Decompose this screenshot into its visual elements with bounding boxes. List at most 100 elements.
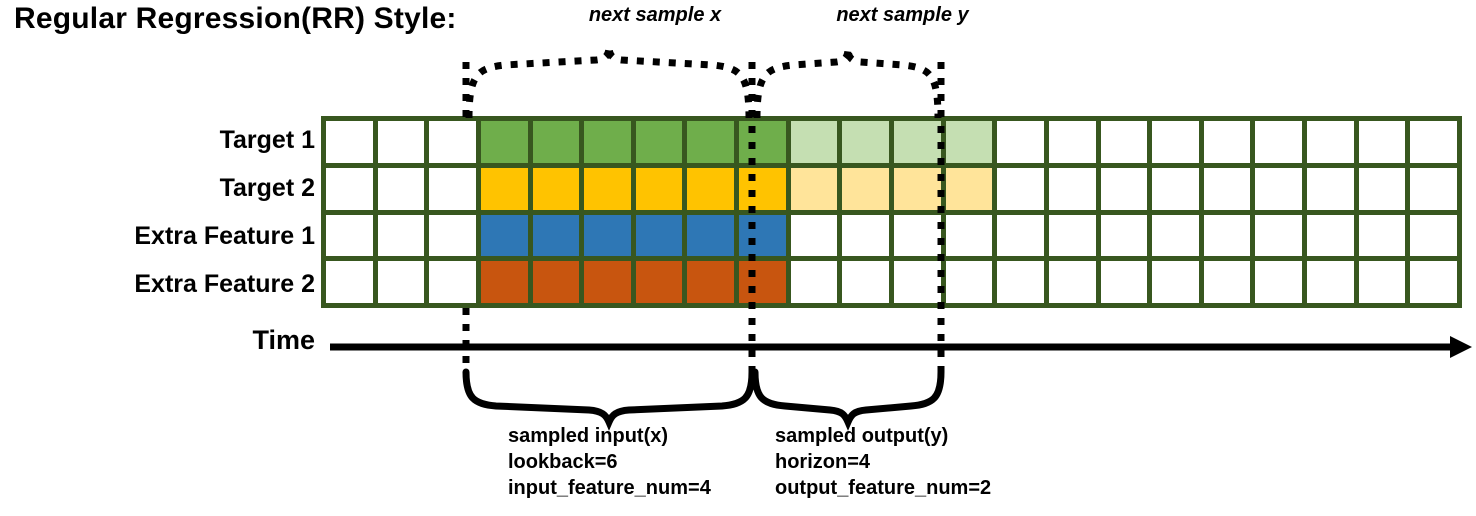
grid-cell bbox=[532, 261, 580, 303]
grid-cell bbox=[1358, 167, 1406, 210]
grid-cell bbox=[1100, 214, 1148, 257]
grid-cell bbox=[584, 261, 631, 303]
time-axis-label: Time bbox=[252, 325, 315, 355]
sampled-output-line1: sampled output(y) bbox=[775, 425, 949, 447]
brace-next-sample-y bbox=[753, 47, 942, 119]
grid-cell bbox=[997, 167, 1044, 210]
grid-cell bbox=[997, 121, 1044, 163]
grid-cell bbox=[429, 214, 476, 257]
grid-cell bbox=[584, 121, 631, 163]
grid-cell bbox=[1152, 167, 1199, 210]
sampled-output-line3: output_feature_num=2 bbox=[775, 477, 992, 499]
grid-cell bbox=[945, 261, 993, 303]
grid-cell bbox=[739, 261, 786, 303]
grid-cell bbox=[1307, 121, 1354, 163]
grid-cell bbox=[1203, 261, 1251, 303]
grid-cell bbox=[1100, 121, 1148, 163]
grid-cell bbox=[429, 167, 476, 210]
grid-cell bbox=[945, 121, 993, 163]
grid-cell bbox=[739, 214, 786, 257]
grid-cell bbox=[377, 214, 425, 257]
grid-cell bbox=[429, 261, 476, 303]
grid-cell bbox=[997, 261, 1044, 303]
grid-cell bbox=[1152, 261, 1199, 303]
grid-cell bbox=[1203, 121, 1251, 163]
grid-cell bbox=[1100, 261, 1148, 303]
brace-sampled-output bbox=[751, 368, 945, 431]
brace-sampled-input bbox=[462, 368, 756, 431]
grid-cell bbox=[894, 121, 941, 163]
grid-cell bbox=[894, 167, 941, 210]
grid-cell bbox=[945, 167, 993, 210]
grid-cell bbox=[842, 261, 889, 303]
grid-cell bbox=[532, 167, 580, 210]
grid-cell bbox=[687, 167, 735, 210]
grid-cell bbox=[480, 214, 528, 257]
grid-cell bbox=[1410, 261, 1457, 303]
grid-cell bbox=[326, 121, 373, 163]
grid-cell bbox=[945, 214, 993, 257]
grid-cell bbox=[1152, 121, 1199, 163]
grid-cell bbox=[326, 261, 373, 303]
brace-next-sample-x bbox=[465, 45, 753, 119]
row-label-extra-feature-2: Extra Feature 2 bbox=[134, 270, 315, 298]
row-label-target-2: Target 2 bbox=[219, 174, 315, 202]
grid-cell bbox=[687, 261, 735, 303]
grid-cell bbox=[377, 167, 425, 210]
grid-cell bbox=[326, 214, 373, 257]
grid-cell bbox=[635, 167, 683, 210]
annotation-sampled-input: sampled input(x) lookback=6 input_featur… bbox=[508, 423, 711, 501]
grid-cell bbox=[894, 261, 941, 303]
grid-cell bbox=[1410, 167, 1457, 210]
grid-cell bbox=[1255, 167, 1303, 210]
grid-cell bbox=[532, 121, 580, 163]
grid-cell bbox=[377, 261, 425, 303]
grid-cell bbox=[1307, 167, 1354, 210]
sampled-input-line1: sampled input(x) bbox=[508, 425, 669, 447]
grid-cell bbox=[429, 121, 476, 163]
grid-cell bbox=[584, 167, 631, 210]
grid-cell bbox=[1307, 214, 1354, 257]
grid-cell bbox=[1048, 214, 1096, 257]
grid-cell bbox=[480, 121, 528, 163]
grid-cell bbox=[326, 167, 373, 210]
grid-cell bbox=[842, 214, 889, 257]
grid-cell bbox=[1255, 214, 1303, 257]
grid-cell bbox=[635, 214, 683, 257]
grid-cell bbox=[480, 261, 528, 303]
page-title: Regular Regression(RR) Style: bbox=[14, 2, 457, 35]
row-label-extra-feature-1: Extra Feature 1 bbox=[134, 222, 315, 250]
grid-cell bbox=[1152, 214, 1199, 257]
timeseries-grid bbox=[321, 116, 1462, 308]
grid-cell bbox=[894, 214, 941, 257]
grid-cell bbox=[377, 121, 425, 163]
sampled-output-line2: horizon=4 bbox=[775, 451, 871, 473]
grid-cell bbox=[790, 261, 838, 303]
grid-cell bbox=[739, 167, 786, 210]
grid-cell bbox=[635, 121, 683, 163]
grid-cell bbox=[1203, 214, 1251, 257]
grid-cell bbox=[687, 214, 735, 257]
grid-cell bbox=[842, 167, 889, 210]
grid-cell bbox=[1358, 214, 1406, 257]
grid-cell bbox=[842, 121, 889, 163]
grid-cell bbox=[584, 214, 631, 257]
grid-cell bbox=[1048, 261, 1096, 303]
annotation-sampled-output: sampled output(y) horizon=4 output_featu… bbox=[775, 423, 991, 501]
grid-cell bbox=[1100, 167, 1148, 210]
grid-cell bbox=[1255, 121, 1303, 163]
row-label-target-1: Target 1 bbox=[219, 126, 315, 154]
grid-cell bbox=[1410, 214, 1457, 257]
grid-cell bbox=[790, 121, 838, 163]
grid-cell bbox=[635, 261, 683, 303]
row-label-column: Target 1 Target 2 Extra Feature 1 Extra … bbox=[10, 116, 315, 308]
grid-cell bbox=[532, 214, 580, 257]
grid-cell bbox=[1410, 121, 1457, 163]
grid-cell bbox=[739, 121, 786, 163]
grid-cell bbox=[1307, 261, 1354, 303]
grid-cell bbox=[687, 121, 735, 163]
grid-cell bbox=[1255, 261, 1303, 303]
grid-cell bbox=[1358, 121, 1406, 163]
annotation-next-sample-y: next sample y bbox=[836, 4, 969, 26]
grid-cell bbox=[790, 214, 838, 257]
